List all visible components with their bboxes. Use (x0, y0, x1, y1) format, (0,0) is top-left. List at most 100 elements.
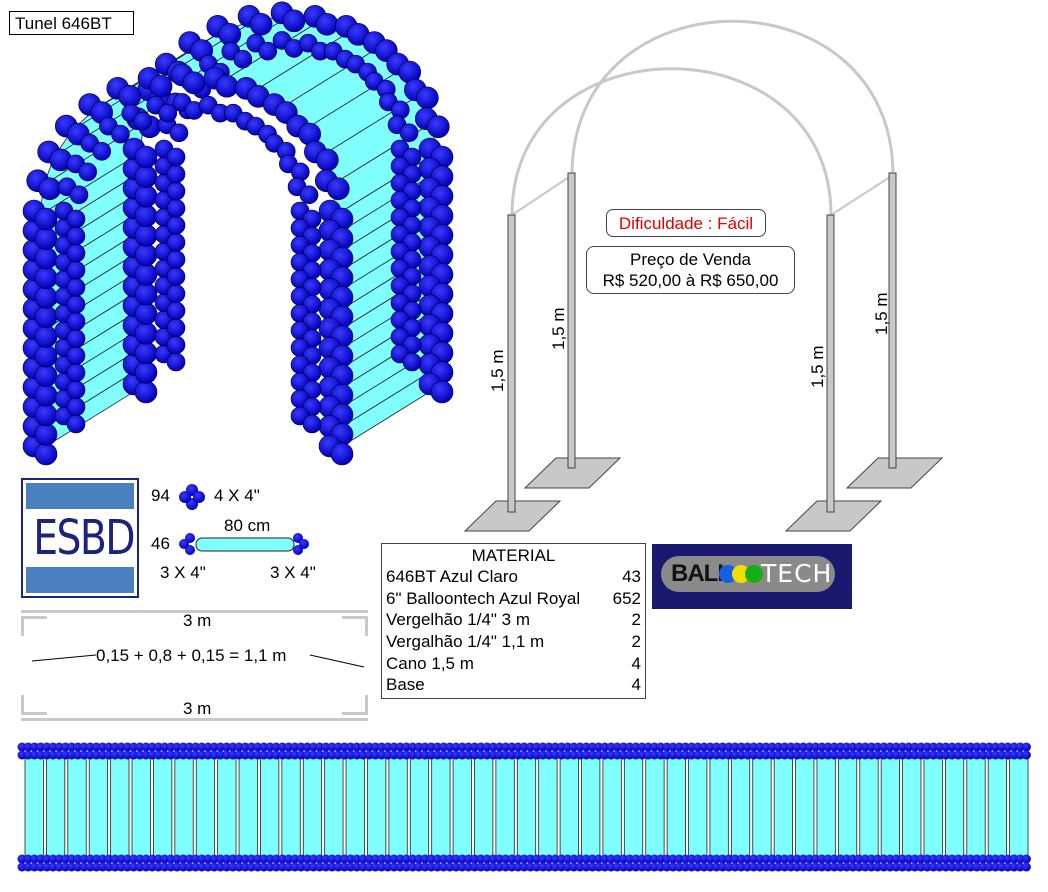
base-back-left (523, 457, 622, 489)
balloon (34, 383, 58, 407)
strip-balloon (222, 854, 232, 864)
strip-tube (431, 754, 451, 860)
strip-balloon (581, 750, 591, 760)
strip-balloon (333, 862, 343, 872)
balloon (134, 321, 158, 345)
strip-balloon (990, 854, 1000, 864)
strip-balloon (835, 742, 845, 752)
strip-tube (516, 754, 537, 860)
strip-balloon (420, 854, 430, 864)
strip-balloon (811, 854, 821, 864)
strip-balloon (513, 862, 523, 872)
strip-balloon (352, 854, 362, 864)
strip-balloon (910, 742, 920, 752)
strip-balloon (98, 862, 108, 872)
strip-balloon (60, 750, 70, 760)
strip-balloon (147, 862, 157, 872)
strip-balloon (835, 854, 845, 864)
strip-balloon (246, 862, 256, 872)
strip-balloon (377, 854, 387, 864)
strip-balloon (439, 750, 449, 760)
strip-balloon (36, 862, 46, 872)
strip-balloon (513, 854, 523, 864)
strip-balloon (333, 742, 343, 752)
strip-balloon (581, 862, 591, 872)
strip-balloon (370, 862, 380, 872)
strip-balloon (507, 854, 517, 864)
strip-balloon (829, 742, 839, 752)
strip-balloon (563, 862, 573, 872)
strip-balloon (184, 862, 194, 872)
pole-label: 1,5 m (872, 292, 891, 335)
strip-balloon (606, 854, 616, 864)
strip-balloon (54, 862, 64, 872)
strip-balloon (922, 854, 932, 864)
strip-balloon (767, 742, 777, 752)
strip-tube (452, 754, 472, 860)
strip-balloon (172, 862, 182, 872)
strip-balloon (346, 750, 356, 760)
balloon (133, 111, 153, 131)
balloon (134, 380, 158, 404)
strip-balloon (879, 854, 889, 864)
strip-balloon (550, 862, 560, 872)
strip-balloon (842, 854, 852, 864)
strip-balloon (79, 854, 89, 864)
strip-balloon (916, 862, 926, 872)
balloon (330, 442, 354, 466)
strip-balloon (587, 862, 597, 872)
strip-tube (623, 754, 644, 860)
strip-balloon (755, 854, 765, 864)
balloon (34, 364, 58, 387)
strip-balloon (525, 862, 535, 872)
strip-balloon (637, 750, 647, 760)
balloon (66, 414, 86, 434)
strip-balloon (1021, 742, 1031, 752)
balloon (166, 198, 186, 218)
strip-balloon (1021, 750, 1031, 760)
strip-tube (666, 754, 686, 860)
strip-balloon (575, 854, 585, 864)
strip-tube (966, 754, 986, 860)
strip-balloon (408, 862, 418, 872)
strip-balloon (315, 862, 325, 872)
strip-balloon (370, 854, 380, 864)
strip-balloon (277, 750, 287, 760)
strip-balloon (395, 854, 405, 864)
strip-balloon (947, 742, 957, 752)
strip-balloon (612, 854, 622, 864)
strip-balloon (122, 750, 132, 760)
strip-balloon (73, 742, 83, 752)
strip-balloon (724, 742, 734, 752)
strip-balloon (122, 742, 132, 752)
balloon (166, 318, 186, 338)
strip-balloon (240, 854, 250, 864)
strip-balloon (798, 854, 808, 864)
dimensions-diagram (21, 610, 368, 721)
strip-balloon (730, 854, 740, 864)
strip-balloon (42, 862, 52, 872)
strip-balloon (116, 862, 126, 872)
strip-balloon (451, 750, 461, 760)
strip-balloon (470, 750, 480, 760)
balloon (149, 74, 173, 98)
strip-balloon (755, 742, 765, 752)
strip-balloon (680, 742, 690, 752)
strip-balloon (42, 854, 52, 864)
strip-balloon (860, 750, 870, 760)
strip-balloon (575, 742, 585, 752)
strip-balloon (767, 750, 777, 760)
strip-tube (581, 754, 601, 860)
material-header: MATERIAL (471, 546, 556, 565)
cluster-desc: 4 X 4" (214, 486, 260, 505)
strip-balloon (60, 854, 70, 864)
strip-balloon (594, 742, 604, 752)
strip-balloon (197, 750, 207, 760)
strip-balloon (637, 862, 647, 872)
strip-balloon (885, 854, 895, 864)
strip-balloon (383, 750, 393, 760)
strip-balloon (891, 750, 901, 760)
balloon (166, 267, 186, 286)
